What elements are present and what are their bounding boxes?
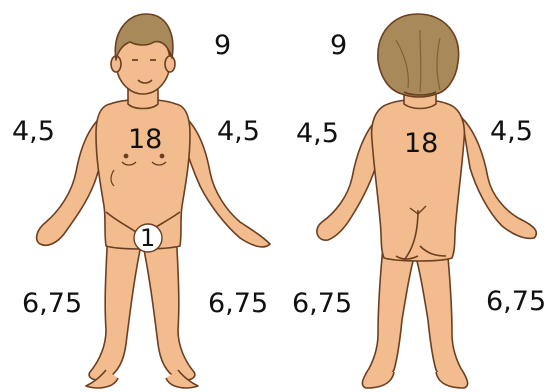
back-figure bbox=[317, 14, 536, 388]
back-head-label: 9 bbox=[330, 32, 347, 59]
back-hair bbox=[378, 14, 459, 97]
back-right-leg-label: 6,75 bbox=[486, 288, 546, 315]
back-trunk-label: 18 bbox=[404, 130, 438, 157]
front-perineum-label: 1 bbox=[140, 226, 155, 250]
front-head-label: 9 bbox=[214, 32, 231, 59]
back-left-leg-label: 6,75 bbox=[292, 290, 352, 317]
front-figure bbox=[37, 14, 270, 388]
back-torso bbox=[372, 100, 465, 262]
front-left-leg-label: 6,75 bbox=[208, 290, 268, 317]
front-right-leg-label: 6,75 bbox=[22, 290, 82, 317]
back-right-arm-label: 4,5 bbox=[490, 118, 533, 145]
back-left-arm-label: 4,5 bbox=[296, 120, 339, 147]
front-trunk-label: 18 bbox=[128, 126, 162, 153]
front-left-leg bbox=[89, 228, 140, 380]
front-left-arm-label: 4,5 bbox=[217, 118, 260, 145]
front-right-arm-label: 4,5 bbox=[12, 118, 55, 145]
